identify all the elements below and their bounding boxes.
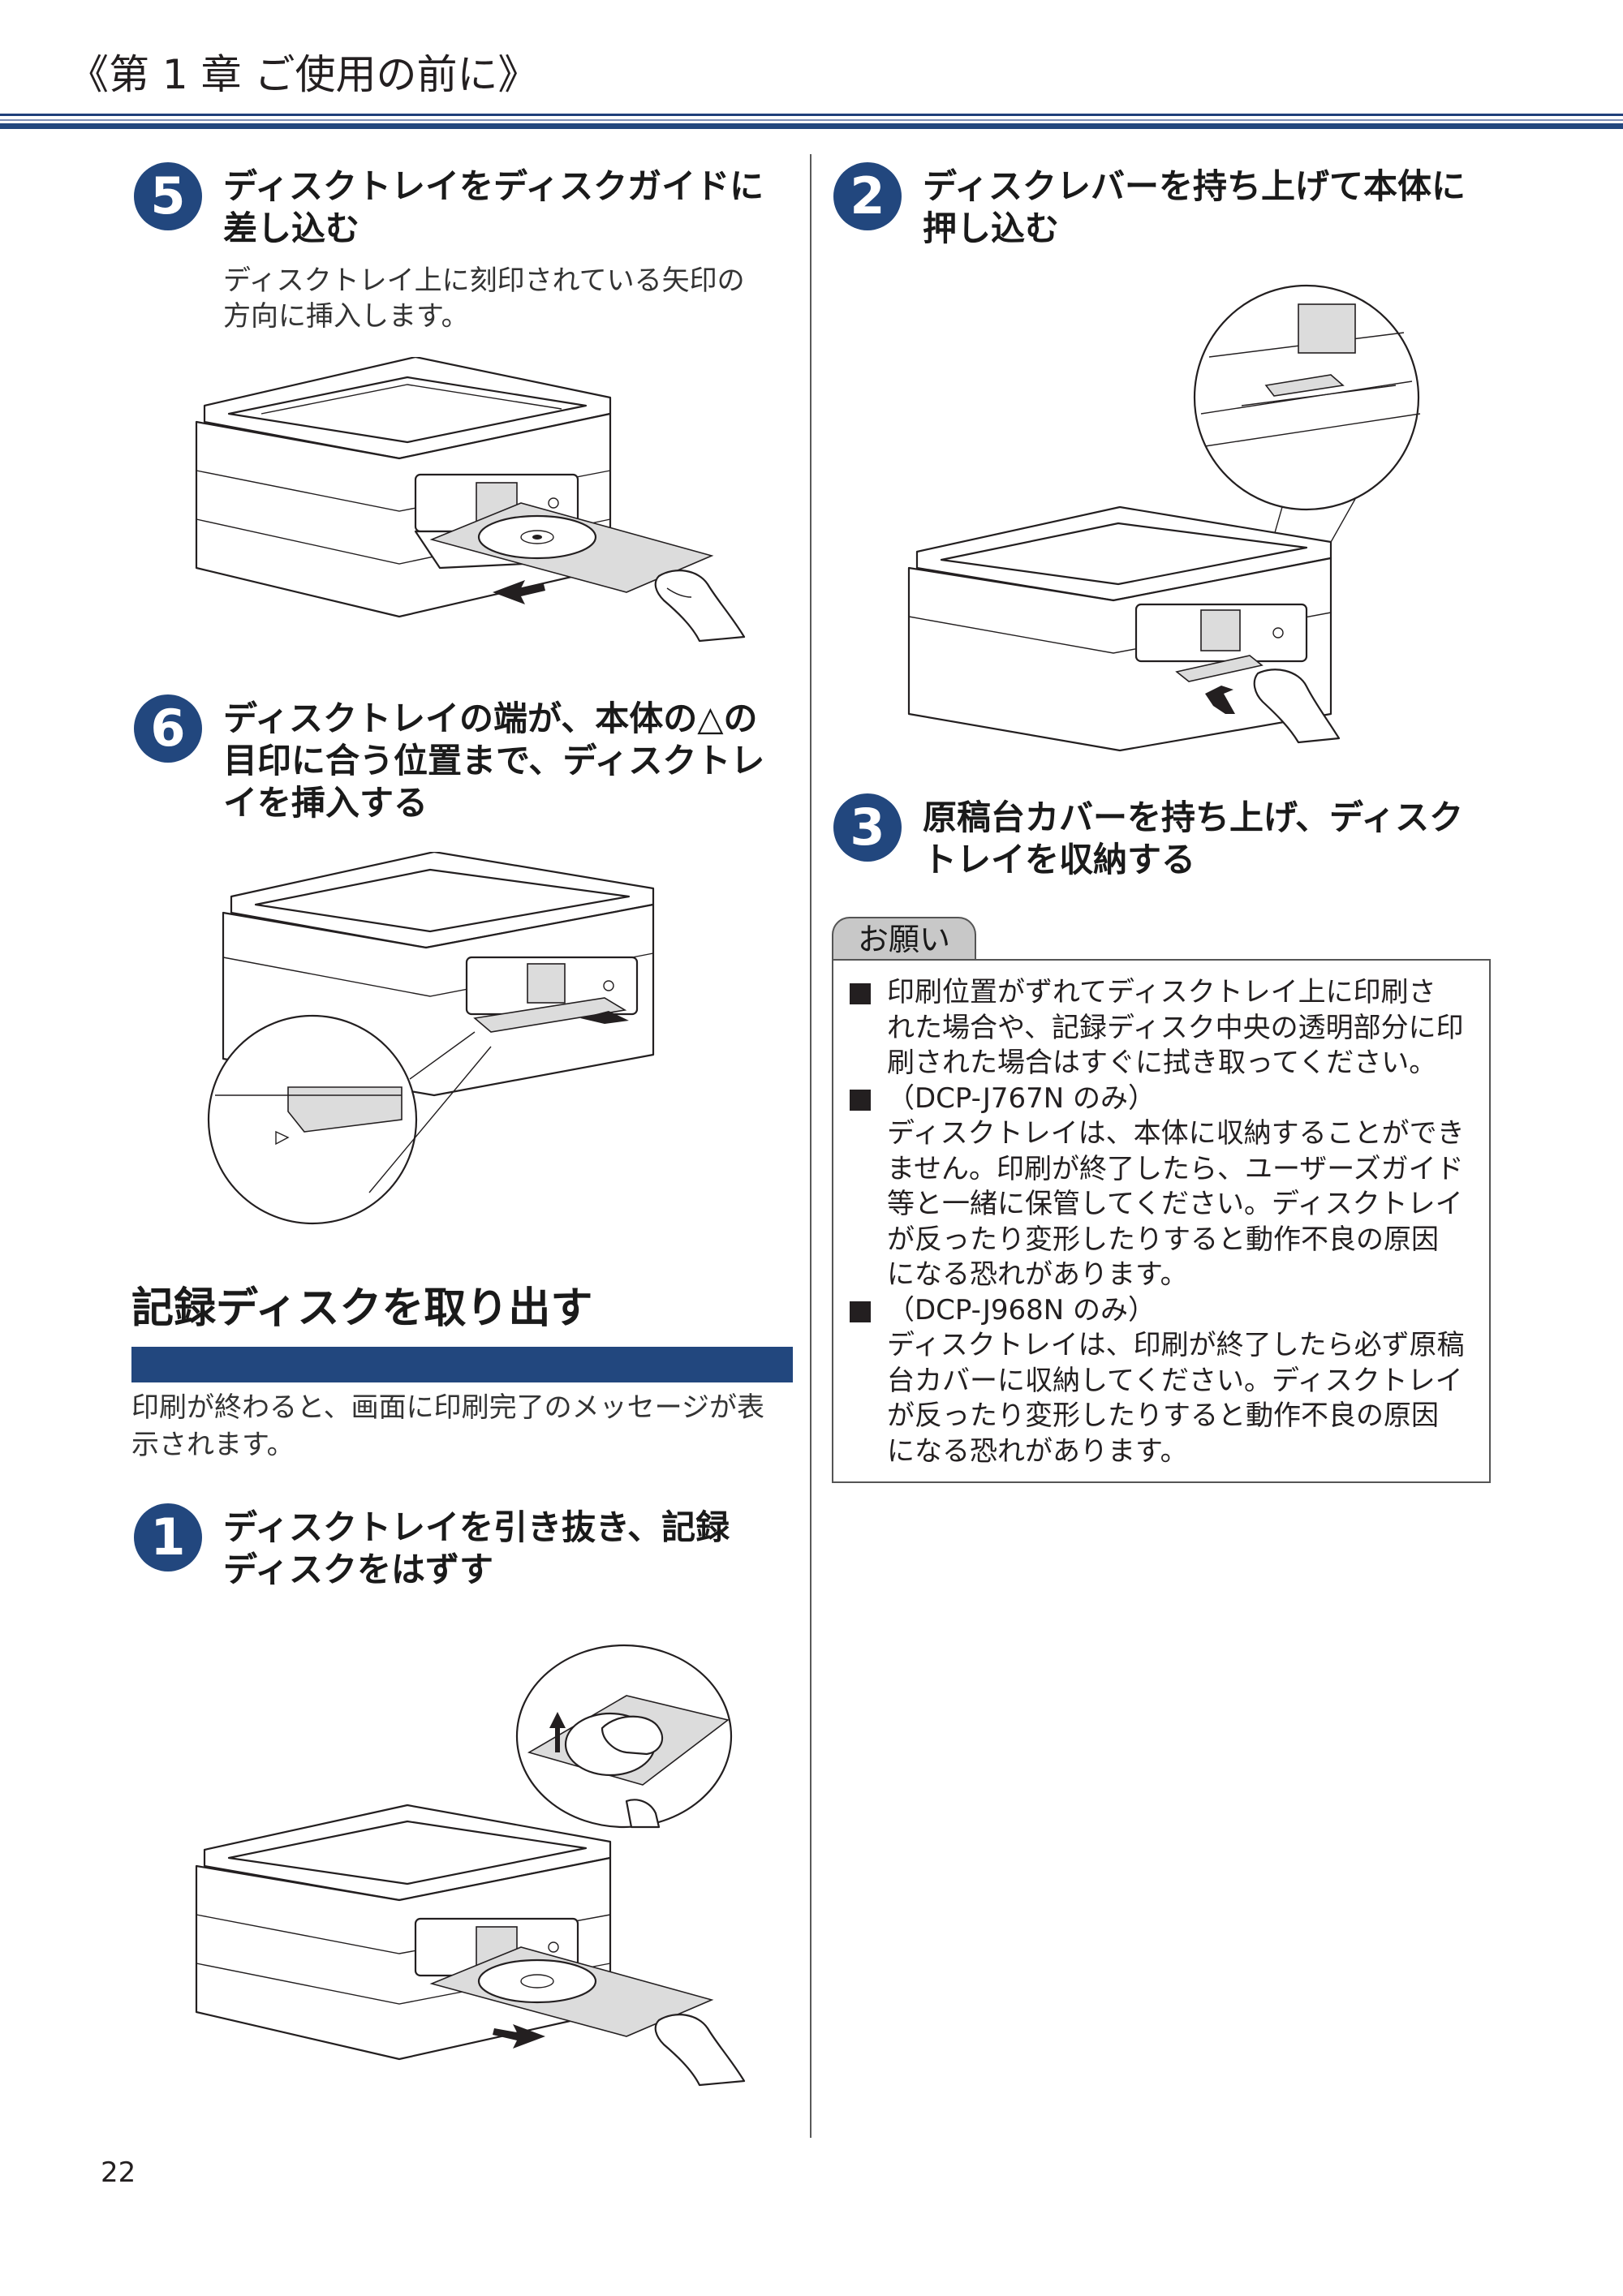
step-description: ディスクトレイ上に刻印されている矢印の 方向に挿入します。 — [223, 264, 745, 333]
step-5: 5 ディスクトレイをディスクガイドに 差し込む ディスクトレイ上に刻印されている… — [134, 162, 807, 349]
square-bullet-icon — [850, 1301, 871, 1322]
header-rule — [0, 119, 1623, 121]
step-number-badge: 2 — [833, 162, 902, 230]
square-bullet-icon — [850, 1089, 871, 1111]
note-label: お願い — [832, 917, 976, 961]
note-items: 印刷位置がずれてディスクトレイ上に印刷さ れた場合や、記録ディスク中央の透明部分… — [850, 975, 1491, 1469]
step-title: 原稿台カバーを持ち上げ、ディスク トレイを収納する — [923, 798, 1464, 879]
step-title: ディスクトレイを引き抜き、記録 ディスクをはずす — [223, 1507, 730, 1589]
square-bullet-icon — [850, 983, 871, 1004]
step-title: ディスクトレイをディスクガイドに 差し込む — [223, 166, 764, 248]
note-item: 印刷位置がずれてディスクトレイ上に印刷さ れた場合や、記録ディスク中央の透明部分… — [850, 975, 1491, 1081]
step-number-badge: 1 — [134, 1503, 202, 1572]
printer-disc-lever-illustration — [907, 284, 1421, 752]
note-item: （DCP-J968N のみ） ディスクトレイは、印刷が終了したら必ず原稿 台カバ… — [850, 1293, 1491, 1470]
column-divider — [810, 154, 812, 2138]
note-item: （DCP-J767N のみ） ディスクトレイは、本体に収納することができ ません… — [850, 1081, 1491, 1293]
section-bar — [131, 1347, 793, 1382]
chapter-title: 《第 1 章 ご使用の前に》 — [68, 51, 539, 98]
printer-remove-disc-illustration — [195, 1644, 746, 2087]
step-number-badge: 6 — [134, 694, 202, 763]
printer-insert-tray-illustration — [195, 357, 746, 643]
step-2: 2 ディスクレバーを持ち上げて本体に 押し込む — [833, 162, 1604, 284]
printer-tray-alignment-illustration — [207, 852, 655, 1225]
step-title: ディスクレバーを持ち上げて本体に 押し込む — [923, 166, 1466, 248]
step-title: ディスクトレイの端が、本体の△の 目印に合う位置まで、ディスクトレ イを挿入する — [223, 699, 765, 823]
note-box: 印刷位置がずれてディスクトレイ上に印刷さ れた場合や、記録ディスク中央の透明部分… — [832, 959, 1491, 1483]
page-number: 22 — [101, 2156, 136, 2189]
section-title: 記録ディスクを取り出す — [131, 1284, 593, 1333]
header-rule — [0, 123, 1623, 129]
note-text: （DCP-J968N のみ） ディスクトレイは、印刷が終了したら必ず原稿 台カバ… — [887, 1293, 1465, 1468]
section-text: 印刷が終わると、画面に印刷完了のメッセージが表 示されます。 — [131, 1391, 764, 1461]
step-number-badge: 5 — [134, 162, 202, 230]
step-6: 6 ディスクトレイの端が、本体の△の 目印に合う位置まで、ディスクトレ イを挿入… — [134, 694, 807, 857]
step-1: 1 ディスクトレイを引き抜き、記録 ディスクをはずす — [134, 1503, 807, 1625]
note-text: 印刷位置がずれてディスクトレイ上に印刷さ れた場合や、記録ディスク中央の透明部分… — [887, 976, 1464, 1079]
note-text: （DCP-J767N のみ） ディスクトレイは、本体に収納することができ ません… — [887, 1081, 1465, 1292]
header-rule — [0, 114, 1623, 116]
step-number-badge: 3 — [833, 793, 902, 862]
step-3: 3 原稿台カバーを持ち上げ、ディスク トレイを収納する — [833, 793, 1604, 915]
